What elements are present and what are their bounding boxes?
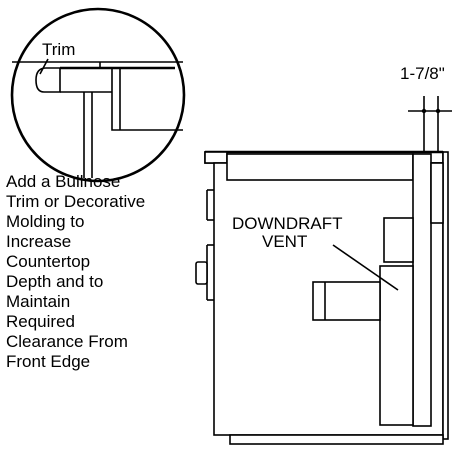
detail-circle bbox=[10, 7, 186, 183]
downdraft-label-line1: DOWNDRAFT bbox=[232, 214, 342, 233]
note-line: Maintain bbox=[6, 292, 70, 311]
bullnose-trim-detail bbox=[35, 67, 61, 93]
dimension-marker bbox=[408, 96, 452, 152]
note-line: Molding to bbox=[6, 212, 84, 231]
vent-motor bbox=[312, 281, 381, 321]
note-line: Clearance From bbox=[6, 332, 128, 351]
note-line: Required bbox=[6, 312, 75, 331]
note-line: Increase bbox=[6, 232, 71, 251]
dimension-label: 1-7/8" bbox=[400, 64, 445, 83]
trim-detail-callout bbox=[10, 7, 186, 183]
note-line: Trim or Decorative bbox=[6, 192, 145, 211]
cabinet-base bbox=[229, 434, 444, 445]
downdraft-label-line2: VENT bbox=[262, 232, 307, 251]
downdraft-pointer bbox=[332, 244, 399, 291]
note-line: Countertop bbox=[6, 252, 90, 271]
installation-note: Add a Bullnose Trim or Decorative Moldin… bbox=[6, 172, 145, 371]
cooktop-housing bbox=[226, 153, 414, 181]
rear-wall bbox=[442, 151, 449, 440]
note-line: Add a Bullnose bbox=[6, 172, 120, 191]
trim-label: Trim bbox=[42, 40, 75, 59]
cabinet-section bbox=[195, 150, 449, 445]
bullnose-trim bbox=[204, 151, 228, 164]
note-line: Front Edge bbox=[6, 352, 90, 371]
downdraft-chimney bbox=[412, 153, 432, 427]
vent-duct bbox=[379, 265, 414, 426]
note-line: Depth and to bbox=[6, 272, 103, 291]
door-handle bbox=[195, 261, 208, 285]
blower-box bbox=[383, 217, 414, 263]
